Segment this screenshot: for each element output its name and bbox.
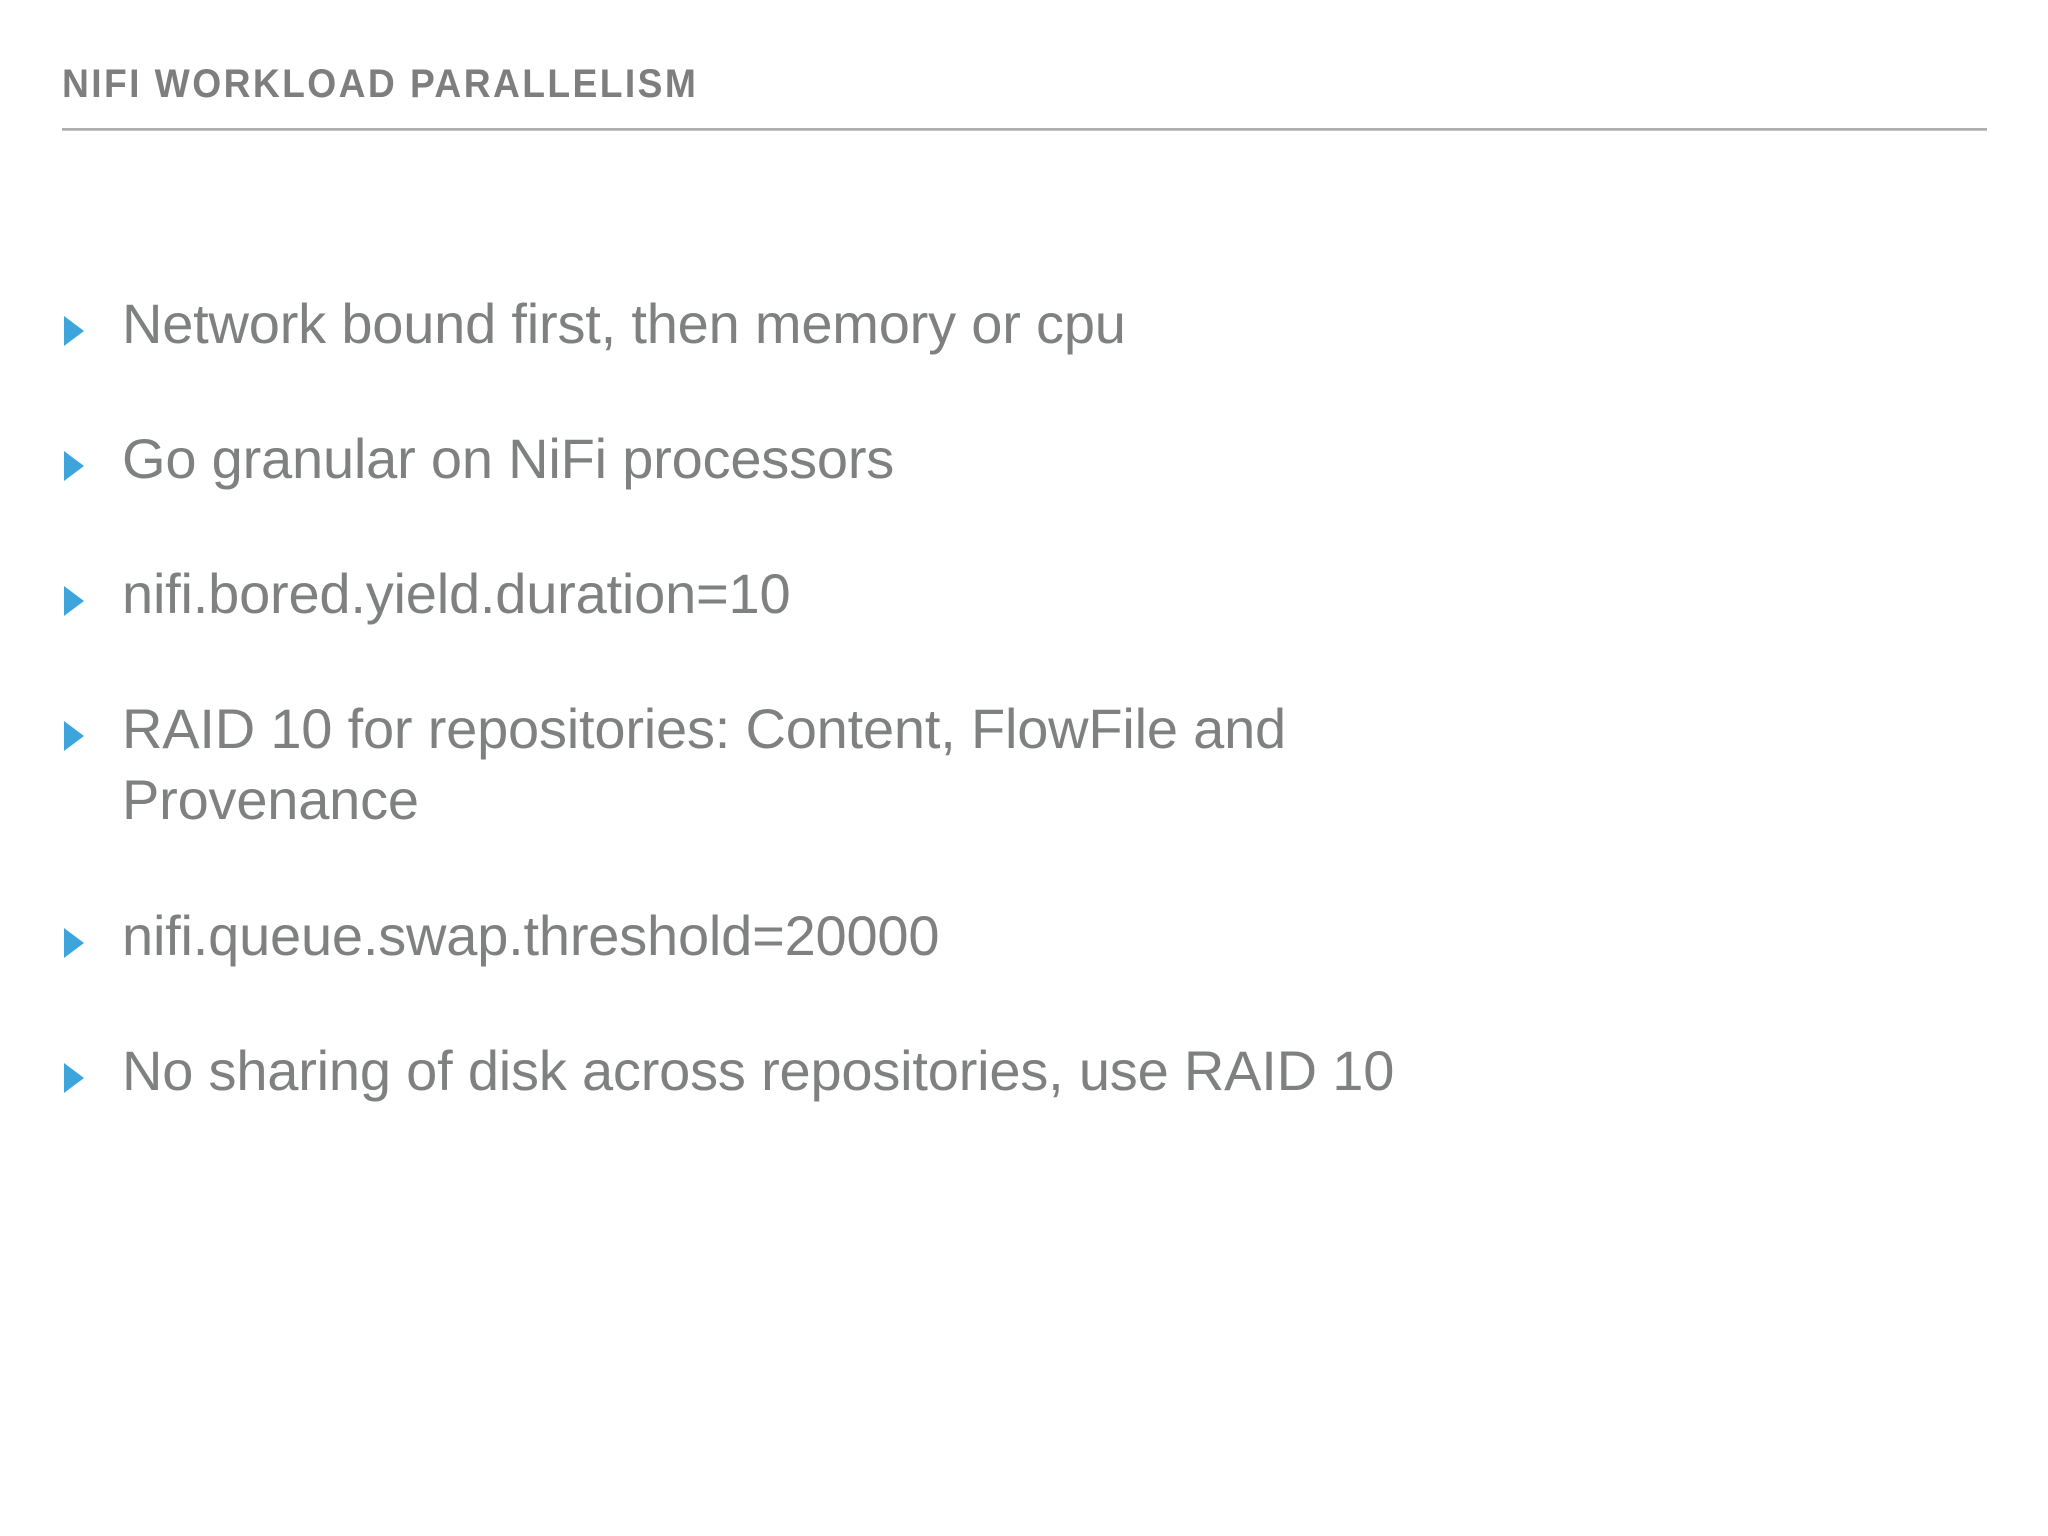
list-item: RAID 10 for repositories: Content, FlowF…: [62, 693, 1922, 835]
triangle-right-icon: [62, 314, 96, 348]
triangle-right-icon: [62, 584, 96, 618]
list-item: No sharing of disk across repositories, …: [62, 1035, 1922, 1106]
list-item: Go granular on NiFi processors: [62, 423, 1922, 494]
triangle-right-icon: [62, 1061, 96, 1095]
slide-header: NIFI WORKLOAD PARALLELISM: [62, 62, 1987, 131]
triangle-right-icon: [62, 926, 96, 960]
list-item-label: nifi.bored.yield.duration=10: [122, 562, 791, 626]
triangle-right-icon: [62, 449, 96, 483]
list-item: nifi.bored.yield.duration=10: [62, 558, 1922, 629]
title-divider: [62, 128, 1987, 131]
list-item: Network bound first, then memory or cpu: [62, 288, 1922, 359]
list-item-label: RAID 10 for repositories: Content, FlowF…: [122, 697, 1287, 832]
triangle-right-icon: [62, 719, 96, 753]
list-item-label: No sharing of disk across repositories, …: [122, 1038, 1395, 1102]
bullet-list: Network bound first, then memory or cpu …: [62, 288, 1922, 1170]
page-title: NIFI WORKLOAD PARALLELISM: [62, 62, 699, 106]
list-item: nifi.queue.swap.threshold=20000: [62, 900, 1922, 971]
list-item-label: Network bound first, then memory or cpu: [122, 292, 1126, 355]
list-item-label: nifi.queue.swap.threshold=20000: [122, 903, 940, 967]
list-item-label: Go granular on NiFi processors: [122, 427, 895, 491]
